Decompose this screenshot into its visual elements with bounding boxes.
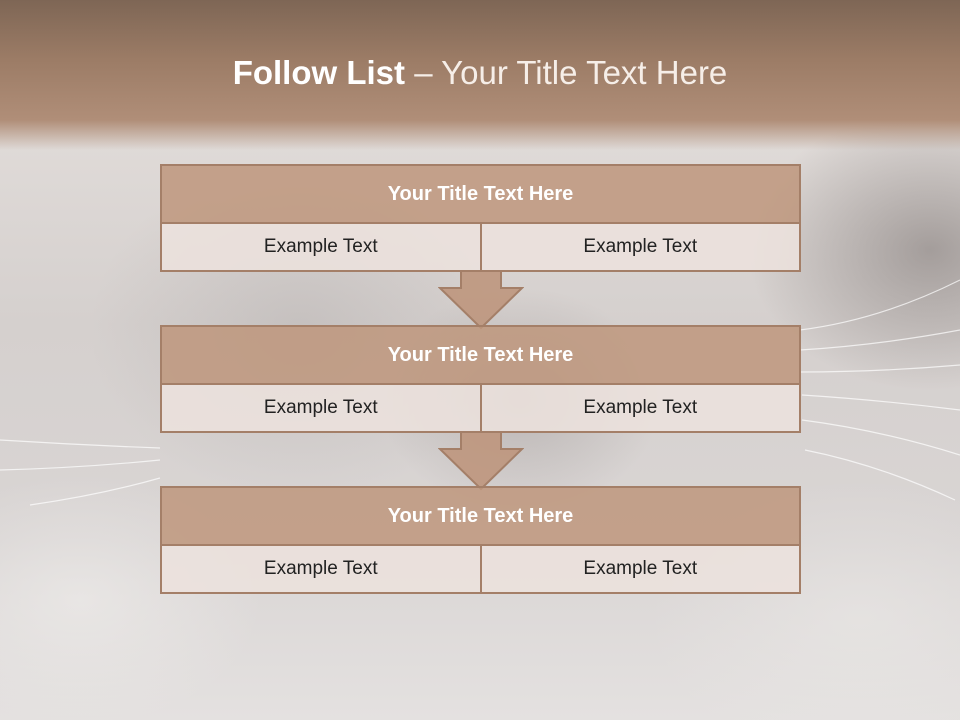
block-cell-left: Example Text	[162, 224, 480, 270]
block-title: Your Title Text Here	[162, 327, 799, 385]
down-arrow-icon	[438, 431, 524, 491]
header-band	[0, 0, 960, 150]
slide-title: Follow List – Your Title Text Here	[0, 54, 960, 92]
block-cell-right: Example Text	[479, 224, 799, 270]
list-block-2: Your Title Text Here Example Text Exampl…	[160, 325, 801, 433]
block-cell-left: Example Text	[162, 546, 480, 592]
list-block-3: Your Title Text Here Example Text Exampl…	[160, 486, 801, 594]
block-title: Your Title Text Here	[162, 166, 799, 224]
block-cell-right: Example Text	[479, 546, 799, 592]
block-cell-right: Example Text	[479, 385, 799, 431]
block-title: Your Title Text Here	[162, 488, 799, 546]
list-block-1: Your Title Text Here Example Text Exampl…	[160, 164, 801, 272]
block-cell-left: Example Text	[162, 385, 480, 431]
title-rest: – Your Title Text Here	[405, 54, 728, 91]
down-arrow-icon	[438, 270, 524, 330]
title-main: Follow List	[232, 54, 406, 91]
